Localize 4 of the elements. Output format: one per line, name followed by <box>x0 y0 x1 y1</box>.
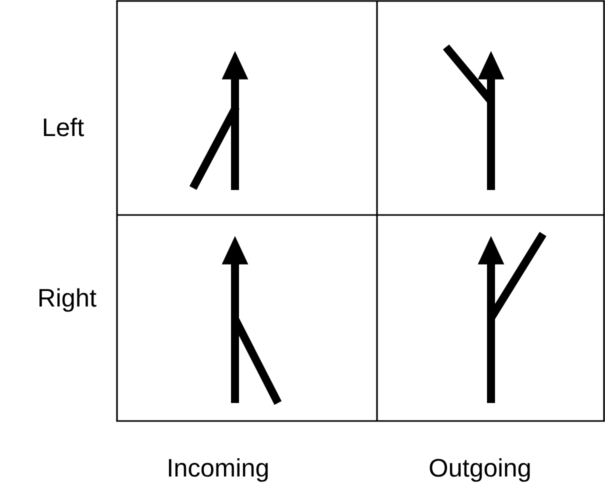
row-label: Left <box>44 118 84 136</box>
row-label: Right <box>40 288 96 312</box>
column-label: Outgoing <box>430 458 530 482</box>
column-label: Incoming <box>168 458 268 482</box>
